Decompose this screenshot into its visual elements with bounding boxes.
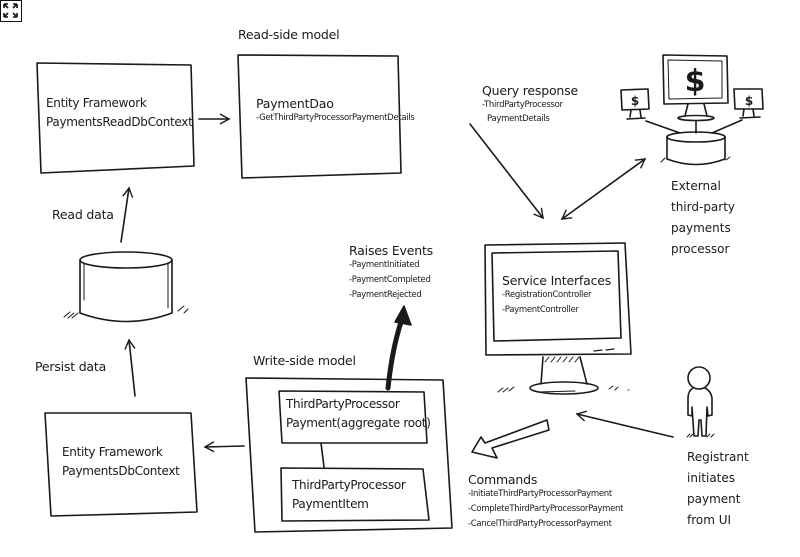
query-response: Query response -ThirdPartyProcessor Paym… — [482, 83, 578, 126]
payment-dao-title: PaymentDao — [256, 96, 334, 111]
payment-dao-method: -GetThirdPartyProcessorPaymentDetails — [256, 113, 415, 123]
dollar-sign-large: $ — [685, 64, 706, 99]
external-processor-label: External third-party payments processor — [671, 176, 735, 260]
query-response-item: -ThirdPartyProcessor — [482, 100, 563, 110]
write-db-context-label: Entity Framework PaymentsDbContext — [62, 443, 180, 481]
expand-button[interactable] — [0, 0, 22, 22]
write-side-title: Write-side model — [253, 353, 356, 368]
dollar-sign-left: $ — [631, 94, 639, 108]
payment-item-line2: PaymentItem — [292, 497, 369, 511]
event-item: -PaymentRejected — [349, 290, 422, 300]
dollar-sign-right: $ — [745, 94, 753, 108]
query-response-item: PaymentDetails — [487, 114, 550, 124]
payment-item-label: ThirdPartyProcessor PaymentItem — [292, 476, 406, 514]
external-processor-line: third-party — [671, 200, 736, 214]
command-item: -CompleteThirdPartyProcessorPayment — [468, 504, 624, 514]
registrant-line: from UI — [687, 513, 732, 527]
write-db-context-box — [44, 412, 198, 517]
aggregate-label: ThirdPartyProcessor Payment(aggregate ro… — [286, 395, 431, 433]
read-db-context-line1: Entity Framework — [46, 96, 147, 110]
dollar-monitors-icon — [620, 54, 764, 166]
arrow-persist-data — [124, 338, 136, 397]
registrant-line: payment — [687, 492, 741, 506]
event-item: -PaymentInitiated — [349, 260, 420, 270]
event-item: -PaymentCompleted — [349, 275, 431, 285]
command-item: -InitiateThirdPartyProcessorPayment — [468, 489, 612, 499]
service-interfaces-title: Service Interfaces — [502, 273, 612, 288]
read-db-context-line2: PaymentsReadDbContext — [46, 115, 193, 129]
person-icon — [686, 366, 715, 438]
arrow-query-response — [469, 123, 544, 220]
payment-dao-box — [237, 54, 402, 179]
arrow-read-data — [120, 186, 134, 243]
arrow-raises-events — [385, 319, 404, 391]
payment-item-box — [280, 467, 430, 522]
read-db-context-label: Entity Framework PaymentsReadDbContext — [46, 94, 193, 132]
service-interfaces: Service Interfaces -RegistrationControll… — [502, 273, 611, 318]
read-db-context-box — [36, 62, 195, 174]
raises-events: Raises Events -PaymentInitiated -Payment… — [349, 243, 433, 303]
commands: Commands -InitiateThirdPartyProcessorPay… — [468, 472, 623, 532]
aggregate-box — [278, 390, 428, 444]
query-response-title: Query response — [482, 83, 578, 98]
external-processor-line: External — [671, 179, 721, 193]
write-db-context-line1: Entity Framework — [62, 445, 163, 459]
external-processor-line: processor — [671, 242, 730, 256]
arrow-external-exchange — [560, 158, 647, 220]
persist-data-label: Persist data — [35, 359, 107, 374]
write-side-box — [245, 377, 453, 533]
command-item: -CancelThirdPartyProcessorPayment — [468, 519, 612, 529]
read-side-title: Read-side model — [238, 27, 340, 42]
commands-title: Commands — [468, 472, 538, 487]
registrant-line: initiates — [687, 471, 736, 485]
payment-item-line1: ThirdPartyProcessor — [292, 478, 406, 492]
aggregate-line2: Payment(aggregate root) — [286, 416, 431, 430]
read-data-label: Read data — [52, 207, 114, 222]
raises-events-title: Raises Events — [349, 243, 433, 258]
arrow-write-to-dbctx — [203, 441, 245, 453]
database-icon — [63, 251, 189, 323]
write-db-context-line2: PaymentsDbContext — [62, 464, 180, 478]
registrant-line: Registrant — [687, 450, 749, 464]
arrow-commands — [471, 419, 550, 459]
aggregate-line1: ThirdPartyProcessor — [286, 397, 400, 411]
controller-item: -PaymentController — [502, 305, 579, 315]
controller-item: -RegistrationController — [502, 290, 592, 300]
arrow-registrant-to-ui — [575, 410, 674, 438]
expand-icon — [3, 3, 18, 18]
external-processor-line: payments — [671, 221, 731, 235]
service-monitor-icon — [484, 242, 632, 395]
payment-dao-label: PaymentDao -GetThirdPartyProcessorPaymen… — [256, 96, 415, 126]
registrant-label: Registrant initiates payment from UI — [687, 447, 749, 531]
